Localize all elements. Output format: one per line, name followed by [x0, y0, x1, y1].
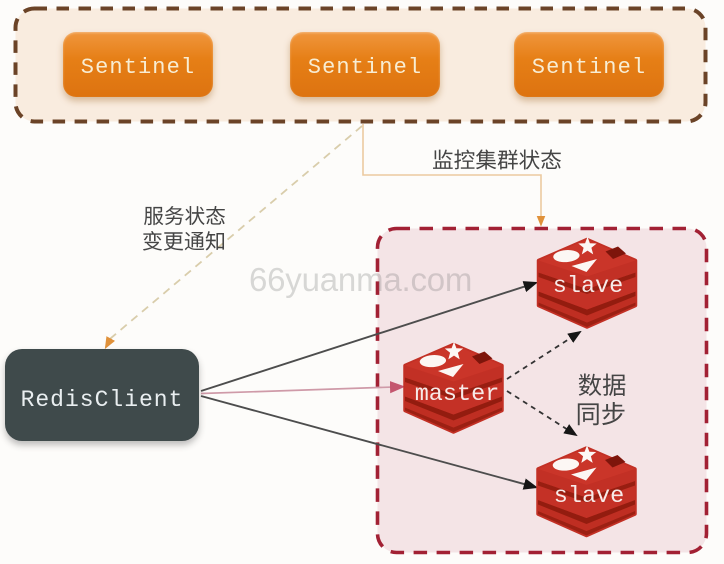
svg-text:master: master — [415, 381, 500, 408]
svg-text:slave: slave — [553, 273, 624, 300]
svg-text:slave: slave — [554, 483, 625, 510]
